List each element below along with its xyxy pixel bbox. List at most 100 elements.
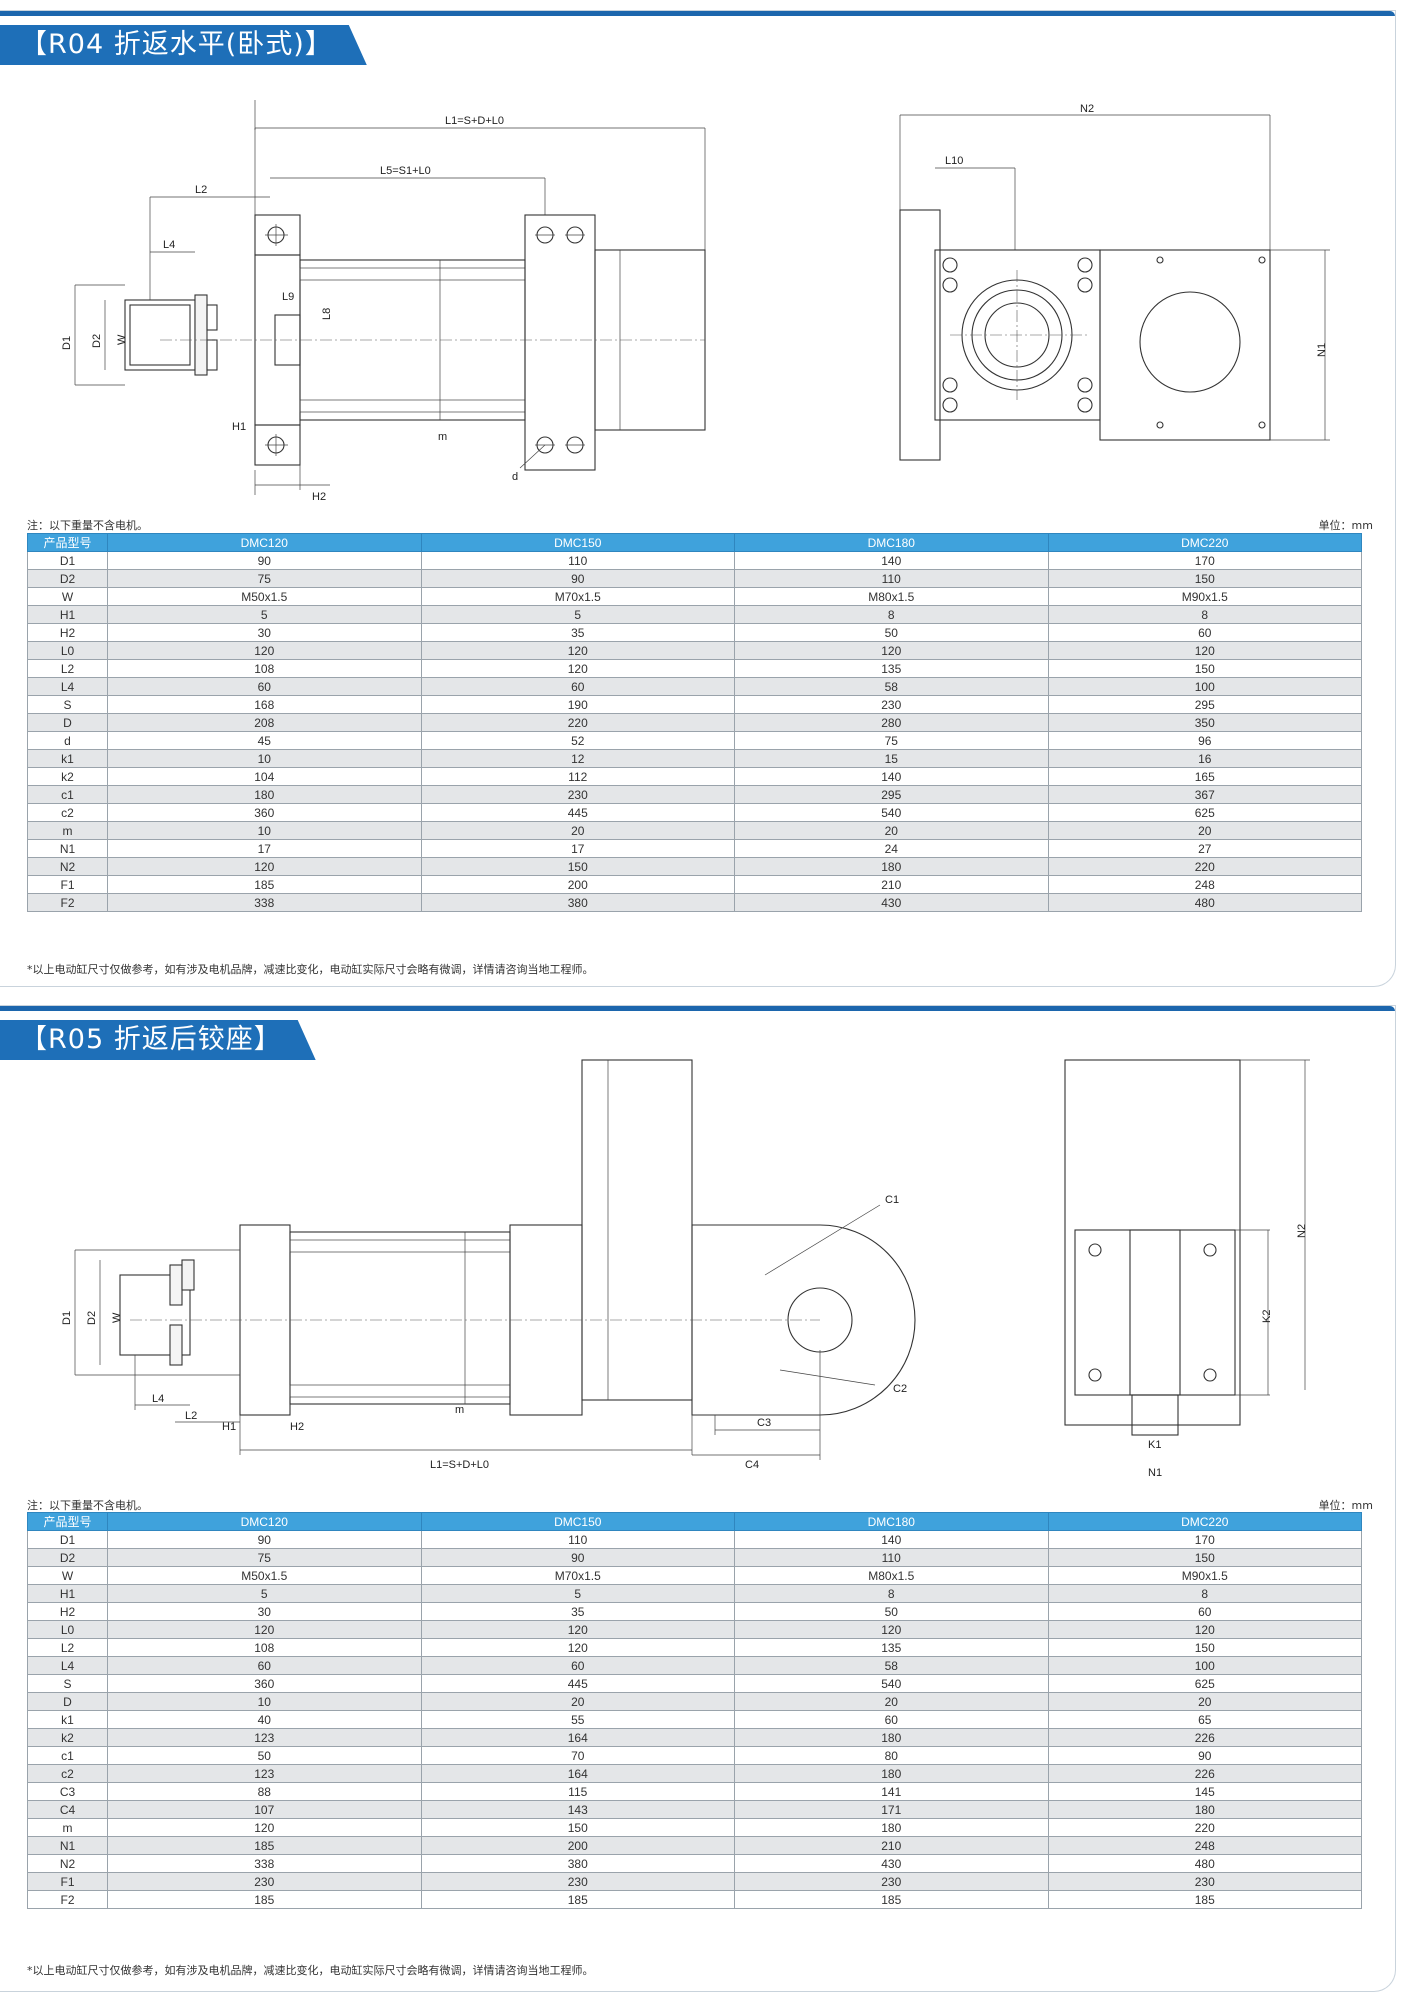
table-cell: D2 [27, 569, 108, 588]
table-cell: 625 [1047, 1674, 1362, 1693]
table-cell: 445 [420, 803, 735, 822]
r05-unit: 单位：mm [1318, 1499, 1373, 1512]
table-cell: 20 [1047, 821, 1362, 840]
r04-dim-n1: N1 [1316, 343, 1328, 357]
table-cell: 150 [1047, 569, 1362, 588]
table-cell: 110 [420, 1530, 735, 1549]
table-cell: L2 [27, 659, 108, 678]
r04-dim-d: d [512, 471, 518, 483]
table-cell: M70x1.5 [420, 587, 735, 606]
table-cell: k2 [27, 767, 108, 786]
table-cell: 220 [420, 713, 735, 732]
table-cell: 35 [420, 1602, 735, 1621]
table-cell: 8 [734, 1584, 1049, 1603]
r04-dim-w: W [116, 334, 128, 345]
table-cell: 164 [420, 1728, 735, 1747]
table-cell: 168 [107, 695, 422, 714]
table-cell: 20 [1047, 1692, 1362, 1711]
table-cell: M70x1.5 [420, 1566, 735, 1585]
table-cell: 208 [107, 713, 422, 732]
table-cell: 230 [107, 1872, 422, 1891]
r05-note: 注：以下重量不含电机。 [27, 1499, 148, 1512]
table-cell: 107 [107, 1800, 422, 1819]
table-header-cell: DMC180 [734, 533, 1049, 552]
r05-dim-c3: C3 [757, 1417, 771, 1429]
table-cell: c1 [27, 785, 108, 804]
table-cell: M50x1.5 [107, 587, 422, 606]
table-cell: 120 [420, 1620, 735, 1639]
table-cell: 338 [107, 893, 422, 912]
table-cell: k1 [27, 1710, 108, 1729]
table-cell: 90 [420, 1548, 735, 1567]
table-cell: N2 [27, 857, 108, 876]
table-cell: 230 [734, 695, 1049, 714]
table-cell: 185 [107, 1890, 422, 1909]
table-cell: 180 [734, 857, 1049, 876]
table-cell: 90 [420, 569, 735, 588]
table-cell: 5 [420, 1584, 735, 1603]
table-cell: 112 [420, 767, 735, 786]
table-cell: 60 [1047, 1602, 1362, 1621]
r04-footnote: *以上电动缸尺寸仅做参考，如有涉及电机品牌，减速比变化，电动缸实际尺寸会略有微调… [27, 963, 594, 976]
table-cell: 380 [420, 893, 735, 912]
table-cell: 30 [107, 1602, 422, 1621]
table-cell: c2 [27, 803, 108, 822]
table-cell: 60 [107, 1656, 422, 1675]
r04-dim-n2: N2 [1080, 103, 1094, 115]
table-cell: 200 [420, 875, 735, 894]
table-cell: 338 [107, 1854, 422, 1873]
table-cell: D1 [27, 551, 108, 570]
r05-dim-c2: C2 [893, 1383, 907, 1395]
table-cell: 60 [420, 677, 735, 696]
r04-dim-l5: L5=S1+L0 [380, 165, 431, 177]
table-cell: 141 [734, 1782, 1049, 1801]
r05-dim-c4: C4 [745, 1459, 759, 1471]
table-header-row: 产品型号 DMC120 DMC150 DMC180 DMC220 [27, 533, 1362, 552]
table-cell: 190 [420, 695, 735, 714]
table-cell: F2 [27, 1890, 108, 1909]
table-cell: 180 [734, 1818, 1049, 1837]
table-cell: 17 [107, 839, 422, 858]
table-cell: 104 [107, 767, 422, 786]
table-cell: 100 [1047, 677, 1362, 696]
table-cell: 140 [734, 551, 1049, 570]
table-cell: 150 [1047, 659, 1362, 678]
table-cell: H1 [27, 605, 108, 624]
table-cell: 120 [107, 1620, 422, 1639]
r05-dim-w: W [111, 1312, 123, 1323]
table-cell: 120 [420, 641, 735, 660]
r05-dim-h2: H2 [290, 1421, 304, 1433]
r05-dim-k2: K2 [1261, 1310, 1273, 1323]
r04-drawing: L1=S+D+L0 L5=S1+L0 L2 L4 [0, 100, 1395, 510]
table-cell: 75 [107, 569, 422, 588]
table-cell: 60 [734, 1710, 1049, 1729]
table-cell: 50 [734, 1602, 1049, 1621]
table-cell: 8 [1047, 1584, 1362, 1603]
table-cell: c2 [27, 1764, 108, 1783]
table-cell: k1 [27, 749, 108, 768]
r05-footnote: *以上电动缸尺寸仅做参考，如有涉及电机品牌，减速比变化，电动缸实际尺寸会略有微调… [27, 1964, 594, 1977]
table-cell: 350 [1047, 713, 1362, 732]
r04-dim-l2: L2 [195, 184, 207, 196]
table-cell: 180 [734, 1764, 1049, 1783]
table-cell: 360 [107, 1674, 422, 1693]
table-cell: 180 [107, 785, 422, 804]
table-cell: 75 [107, 1548, 422, 1567]
